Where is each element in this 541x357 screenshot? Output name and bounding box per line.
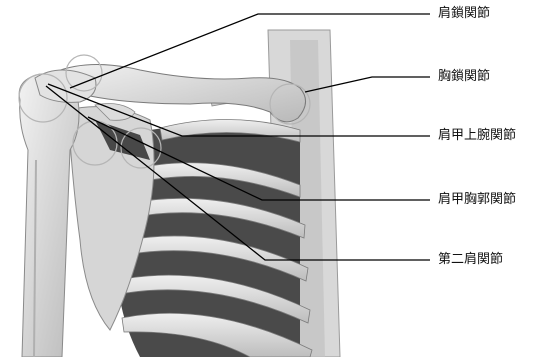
label-second-shoulder-joint: 第二肩関節 bbox=[438, 252, 503, 268]
label-acromioclavicular-joint: 肩鎖関節 bbox=[438, 6, 490, 22]
label-sternoclavicular-joint: 胸鎖関節 bbox=[438, 69, 490, 85]
label-glenohumeral-joint: 肩甲上腕関節 bbox=[438, 128, 516, 144]
label-scapulothoracic-joint: 肩甲胸郭関節 bbox=[438, 192, 516, 208]
